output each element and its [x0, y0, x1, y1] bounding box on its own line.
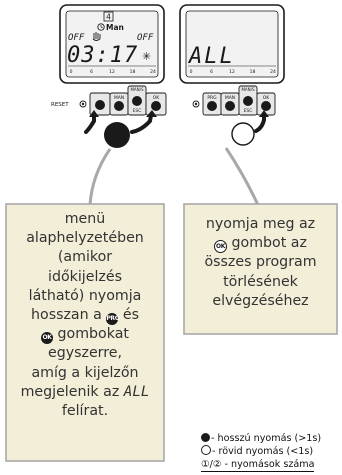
right-lcd-screen: [185, 10, 279, 78]
right-ok-label: OK: [263, 95, 271, 101]
left-callout-line: menü: [64, 211, 106, 227]
scale-tick-label: 24: [270, 69, 276, 75]
all-display: ALL: [187, 44, 235, 69]
right-callout-fragment: gombot az: [231, 235, 307, 252]
left-callout-text: menü alaphelyzetében (amikor időkijelzés…: [6, 210, 164, 421]
right-ok-press-arrow: [254, 113, 266, 133]
press-count-symbols: ①/②: [201, 459, 222, 470]
esc-button-label: ESC: [133, 108, 142, 114]
left-callout-line: látható) nyomja: [28, 287, 142, 304]
clock-icon: [97, 23, 105, 31]
right-callout-text: nyomja meg az OK gombot az összes progra…: [184, 215, 337, 311]
left-callout-line: egyszerre,: [47, 345, 123, 362]
scale-tick-label: 18: [130, 69, 136, 75]
left-callout-line: időkijelzés: [48, 268, 122, 285]
outline-circle-icon: [201, 445, 211, 455]
right-callout-stem: [224, 147, 260, 206]
left-callout-line: megjelenik az ALL: [6, 383, 164, 402]
left-callout-fragment: megjelenik az: [20, 383, 120, 400]
right-scale-ticks: 0 6 12 18 24: [190, 69, 276, 75]
left-callout-line: hosszan a PRG és: [6, 306, 164, 326]
scale-tick-label: 24: [150, 69, 156, 75]
right-callout-line: elvégzéséhez: [212, 292, 309, 309]
sun-icon: ✳: [142, 50, 151, 63]
right-device: ALL 0 6 12 18 24 PRG MAN MAN/S OK ESC: [179, 4, 285, 146]
scale-tick-label: 12: [109, 69, 115, 75]
legend: - hosszú nyomás (>1s) - rövid nyomás (<1…: [201, 432, 341, 472]
right-ok-cap: [261, 101, 271, 111]
right-man-s-cap: [243, 96, 253, 106]
left-callout-line: (amikor: [57, 249, 113, 266]
time-display: 03:17: [67, 43, 138, 68]
ok-press-arrow: [130, 113, 153, 134]
right-callout-line: törlésének: [223, 273, 298, 290]
scale-tick-label: 6: [210, 69, 213, 75]
prg-press-arrow: [84, 113, 96, 134]
scale-tick-label: 0: [70, 69, 73, 75]
day-indicator-box: [103, 11, 114, 22]
scale-tick-label: 12: [229, 69, 235, 75]
left-state: OFF: [68, 33, 85, 43]
legend-press-count: ①/② - nyomások száma: [201, 458, 315, 472]
scale-tick-label: 0: [190, 69, 193, 75]
legend-press-count-label: - nyomások száma: [224, 459, 315, 470]
right-state: OFF: [137, 33, 154, 43]
left-callout-fragment: hosszan a: [31, 307, 102, 324]
left-callout-line: felírat.: [61, 403, 109, 420]
ok-badge-icon: OK: [41, 332, 54, 345]
long-press-indicator: [104, 122, 130, 148]
left-lcd-screen: [65, 10, 159, 78]
reset-icon[interactable]: [79, 100, 87, 108]
mode-label: Man: [106, 23, 124, 32]
legend-long-press: - hosszú nyomás (>1s): [201, 432, 321, 445]
left-callout-stem: [88, 148, 112, 206]
right-man-s-label: MAN/S: [241, 87, 255, 92]
right-prg-cap: [207, 101, 217, 111]
right-esc-label: ESC: [244, 108, 253, 114]
right-callout-line: nyomja meg az: [205, 216, 316, 232]
man-s-button-label: MAN/S: [130, 87, 144, 92]
left-callout-fragment: és: [122, 307, 139, 324]
legend-short-press: - rövid nyomás (<1s): [201, 445, 313, 458]
day-indicator: 4: [106, 13, 111, 22]
right-man-cap: [225, 101, 235, 111]
left-device: 4 Man OFF OFF 03:17 ✳ 0 6 12 18 24 RESET MAN…: [51, 4, 167, 148]
prg-badge-icon: PRG: [106, 313, 120, 326]
scale-tick-label: 18: [250, 69, 256, 75]
left-callout-fragment: gombokat: [57, 326, 129, 343]
right-callout-line: OK gombot az: [184, 234, 337, 254]
filled-circle-icon: [201, 433, 210, 442]
man-s-button-cap: [132, 96, 142, 106]
right-reset-icon[interactable]: [192, 100, 200, 108]
right-man-label: MAN: [225, 95, 235, 101]
scale-tick-label: 6: [90, 69, 93, 75]
ok-button-cap: [151, 101, 161, 111]
right-callout-box: [183, 203, 338, 335]
legend-long-press-label: - hosszú nyomás (>1s): [211, 433, 322, 444]
all-lcd-text: ALL: [123, 383, 150, 400]
right-button-panel: PRG MAN MAN/S OK ESC: [192, 85, 276, 146]
man-button-cap: [114, 101, 124, 111]
prg-button-cap: [95, 100, 105, 110]
left-callout-box: [5, 203, 165, 462]
ok-button-label: OK: [153, 95, 161, 101]
left-callout-line: amíg a kijelzőn: [31, 364, 139, 381]
left-callout-line: alaphelyzetében: [26, 230, 144, 247]
left-callout-line: OK gombokat: [6, 325, 164, 345]
right-prg-label: PRG: [207, 95, 217, 101]
legend-short-press-label: - rövid nyomás (<1s): [212, 446, 314, 457]
left-scale-ticks: 0 6 12 18 24: [70, 69, 156, 75]
short-press-indicator: [231, 122, 255, 146]
ok-badge-icon: OK: [214, 240, 228, 254]
left-button-panel: RESET MAN MAN/S OK ESC: [51, 85, 167, 148]
hand-icon: [92, 32, 101, 41]
right-callout-line: összes program: [204, 254, 317, 271]
reset-label: RESET: [51, 102, 69, 108]
man-button-label: MAN: [114, 95, 124, 101]
